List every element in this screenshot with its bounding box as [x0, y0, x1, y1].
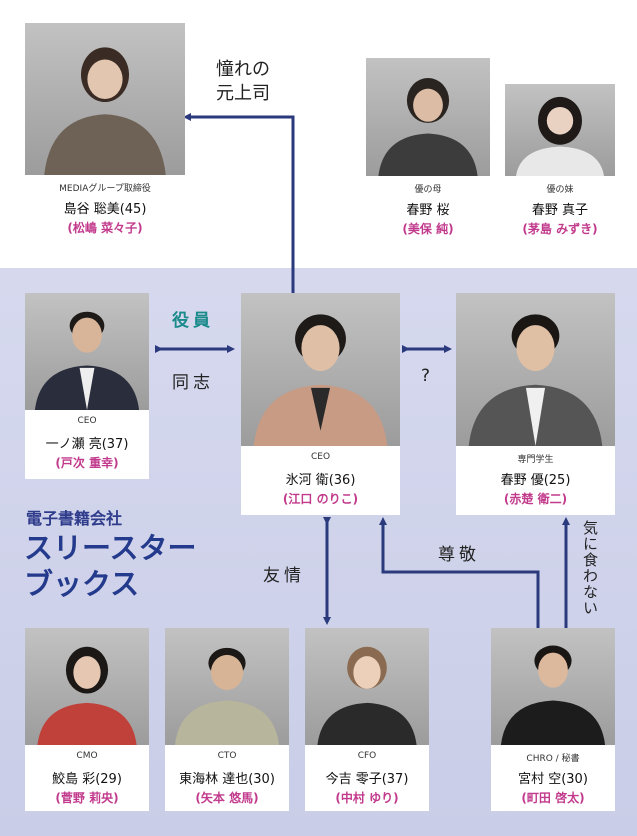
person-name: 今吉 零子(37) [325, 772, 409, 787]
dislike-label: 気に食わない [581, 520, 599, 616]
person-role: CEO [310, 452, 331, 462]
person-card-haruno-yu: 専門学生 春野 優(25) (赤楚 衛二) [456, 293, 615, 515]
person-name: 春野 真子 [531, 203, 589, 218]
person-role: MEDIAグループ取締役 [59, 184, 151, 194]
respect-line [379, 517, 540, 628]
admire-label-line2: 元上司 [216, 83, 270, 104]
company-name-line1: スリースター [24, 531, 197, 565]
person-card-hikawa: CEO 氷河 衛(36) (江口 のりこ) [241, 293, 400, 515]
person-actor: (松嶋 菜々子) [67, 221, 143, 235]
person-name: 一ノ瀬 亮(37) [45, 437, 129, 452]
person-actor: (町田 啓太) [521, 791, 585, 805]
portrait-photo [25, 23, 185, 175]
admire-label: 憧れの 元上司 [216, 58, 270, 106]
person-actor: (茅島 みずき) [522, 222, 598, 236]
portrait-photo [505, 84, 615, 176]
question-label: ? [421, 366, 431, 386]
executive-label: 役員 [172, 311, 214, 331]
person-card-miyamura: CHRO / 秘書 宮村 空(30) (町田 啓太) [491, 628, 615, 811]
person-name: 春野 優(25) [500, 473, 571, 488]
person-actor: (矢本 悠馬) [195, 791, 259, 805]
company-type: 電子書籍会社 [26, 509, 123, 528]
person-card-tokairin: CTO 東海林 達也(30) (矢本 悠馬) [165, 628, 289, 811]
portrait-photo [25, 293, 149, 410]
person-role: CHRO / 秘書 [526, 754, 580, 764]
person-card-samejima: CMO 鮫島 彩(29) (菅野 莉央) [25, 628, 149, 811]
person-role: CMO [76, 751, 98, 761]
comrade-label: 同志 [172, 373, 214, 393]
person-name: 鮫島 彩(29) [52, 772, 122, 787]
company-name-line2: ブックス [24, 567, 140, 601]
portrait-photo [305, 628, 429, 745]
person-actor: (中村 ゆり) [335, 791, 399, 805]
person-role: CTO [217, 751, 237, 761]
person-card-haruno-mako: 優の妹 春野 真子 (茅島 みずき) [505, 84, 615, 241]
person-actor: (江口 のりこ) [282, 492, 359, 506]
person-card-haruno-sakura: 優の母 春野 桜 (美保 純) [366, 58, 490, 241]
person-role: 専門学生 [517, 455, 554, 465]
person-role: 優の母 [414, 185, 442, 195]
friendship-label: 友情 [263, 566, 305, 586]
person-name: 東海林 達也(30) [179, 772, 275, 787]
person-role: 優の妹 [546, 185, 574, 195]
respect-label: 尊敬 [438, 545, 480, 565]
portrait-photo [165, 628, 289, 745]
admire-label-line1: 憧れの [216, 59, 270, 80]
portrait-photo [491, 628, 615, 745]
portrait-photo [456, 293, 615, 446]
portrait-photo [25, 628, 149, 745]
person-card-ichinose: CEO 一ノ瀬 亮(37) (戸次 重幸) [25, 293, 149, 479]
admire-line [183, 113, 295, 293]
person-actor: (菅野 莉央) [55, 791, 119, 805]
person-card-shimaya: MEDIAグループ取締役 島谷 聡美(45) (松嶋 菜々子) [25, 23, 185, 242]
person-actor: (赤楚 衛二) [503, 492, 568, 506]
person-card-imayoshi: CFO 今吉 零子(37) (中村 ゆり) [305, 628, 429, 811]
portrait-photo [366, 58, 490, 176]
person-name: 氷河 衛(36) [285, 473, 356, 488]
company-name: スリースター ブックス [24, 530, 197, 602]
person-actor: (戸次 重幸) [55, 456, 119, 470]
person-actor: (美保 純) [402, 222, 454, 236]
person-name: 宮村 空(30) [518, 772, 588, 787]
person-name: 島谷 聡美(45) [63, 202, 147, 217]
person-role: CFO [357, 751, 377, 761]
person-name: 春野 桜 [406, 203, 450, 218]
person-role: CEO [77, 416, 97, 426]
portrait-photo [241, 293, 400, 446]
